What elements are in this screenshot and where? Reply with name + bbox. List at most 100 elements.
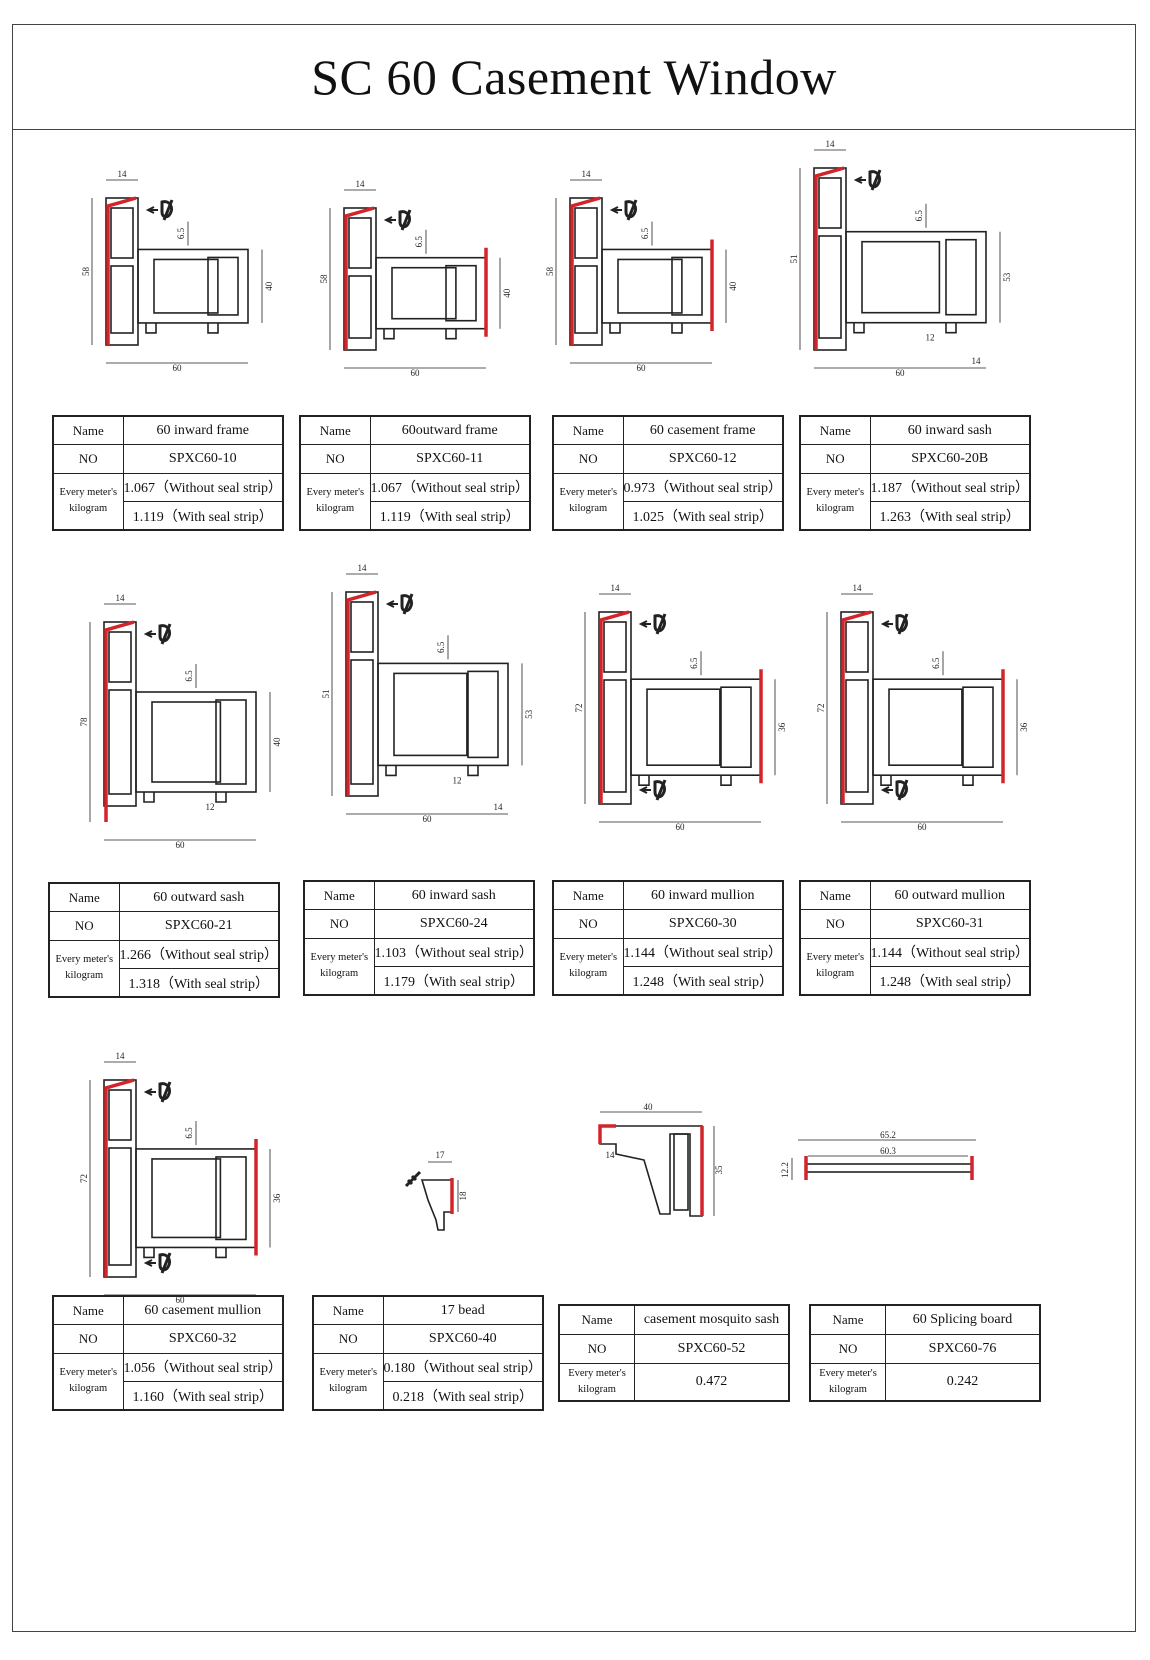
no-label: NO bbox=[303, 909, 375, 939]
product-number: SPXC60-30 bbox=[622, 909, 784, 939]
weight-label-line2: kilogram bbox=[316, 503, 355, 515]
product-name: 17 bead bbox=[382, 1295, 544, 1325]
weight-label-line2: kilogram bbox=[69, 503, 108, 515]
dimension-lines bbox=[91, 179, 263, 364]
product-name: 60 inward sash bbox=[869, 415, 1031, 445]
name-label: Name bbox=[799, 880, 871, 910]
profile-outline bbox=[840, 611, 1004, 805]
weight-label: Every meter's kilogram bbox=[52, 472, 124, 531]
product-number: SPXC60-11 bbox=[369, 444, 531, 474]
seal-gasket-icon bbox=[143, 623, 172, 645]
weight-label-line2: kilogram bbox=[69, 1383, 108, 1395]
product-name: 60 Splicing board bbox=[885, 1304, 1041, 1335]
spec-sheet: SC 60 Casement Window bbox=[12, 24, 1136, 1632]
dimension-label: 6.5 bbox=[689, 657, 699, 669]
dimension-lines bbox=[89, 1061, 271, 1296]
dimension-label: 12.2 bbox=[780, 1162, 790, 1178]
seal-strip bbox=[570, 196, 601, 345]
weight-label-line2: kilogram bbox=[816, 503, 855, 515]
dimension-label: 72 bbox=[79, 1174, 89, 1183]
dimension-label: 72 bbox=[574, 704, 584, 713]
seal-strip bbox=[344, 206, 375, 350]
weight-with-seal: 1.119（With seal strip） bbox=[369, 501, 531, 531]
product-name: 60 outward mullion bbox=[869, 880, 1031, 910]
dimension-label: 36 bbox=[1019, 722, 1029, 732]
weight-without-seal: 1.056（Without seal strip） bbox=[122, 1352, 284, 1382]
dimension-label: 14 bbox=[356, 179, 366, 189]
no-label: NO bbox=[809, 1333, 886, 1364]
no-label: NO bbox=[52, 444, 124, 474]
seal-strip bbox=[841, 610, 872, 804]
dimension-lines bbox=[826, 593, 1018, 823]
name-label: Name bbox=[312, 1295, 384, 1325]
weight-with-seal: 1.119（With seal strip） bbox=[122, 501, 284, 531]
dimension-label: 12 bbox=[206, 802, 215, 812]
profile-outline bbox=[599, 1125, 703, 1217]
weight-label-line1: Every meter's bbox=[819, 1367, 877, 1379]
no-label: NO bbox=[558, 1333, 635, 1364]
weight-without-seal: 1.103（Without seal strip） bbox=[373, 937, 535, 967]
weight-label-line1: Every meter's bbox=[568, 1367, 626, 1379]
weight-label-line1: Every meter's bbox=[55, 954, 114, 966]
no-label: NO bbox=[799, 909, 871, 939]
no-label: NO bbox=[299, 444, 371, 474]
weight-without-seal: 0.973（Without seal strip） bbox=[622, 472, 784, 502]
dimension-label: 14 bbox=[116, 1051, 126, 1061]
name-label: Name bbox=[48, 882, 120, 912]
dimension-label: 58 bbox=[81, 267, 91, 277]
dimension-label: 36 bbox=[777, 722, 787, 732]
dimension-lines bbox=[584, 593, 776, 823]
product-name: 60 outward sash bbox=[118, 882, 280, 912]
dimension-lines bbox=[555, 179, 727, 364]
dimension-label: 35 bbox=[714, 1165, 724, 1175]
dimension-label: 53 bbox=[524, 709, 534, 719]
seal-gasket-icon bbox=[880, 613, 909, 635]
dimension-label: 14 bbox=[358, 563, 368, 573]
weight-without-seal: 1.144（Without seal strip） bbox=[622, 937, 784, 967]
weight-label-line2: kilogram bbox=[816, 968, 855, 980]
profile-outline bbox=[813, 167, 987, 351]
seal-gasket-icon bbox=[880, 779, 909, 801]
name-label: Name bbox=[52, 415, 124, 445]
dimension-label: 65.2 bbox=[880, 1130, 896, 1140]
dimension-lines bbox=[329, 189, 501, 369]
product-number: SPXC60-32 bbox=[122, 1324, 284, 1354]
dimension-label: 40 bbox=[644, 1102, 654, 1112]
dimension-label: 6.5 bbox=[184, 1127, 194, 1139]
dimension-label: 6.5 bbox=[914, 210, 924, 222]
weight-value: 0.472 bbox=[634, 1362, 790, 1402]
seal-strip bbox=[804, 1156, 974, 1180]
weight-with-seal: 1.318（With seal strip） bbox=[118, 968, 280, 998]
dimension-label: 60 bbox=[173, 363, 183, 373]
dimension-label: 17 bbox=[436, 1150, 446, 1160]
dimension-lines bbox=[331, 573, 523, 815]
dimension-label: 14 bbox=[972, 356, 982, 366]
dimension-label: 60 bbox=[176, 840, 186, 850]
dimension-label: 6.5 bbox=[931, 657, 941, 669]
weight-with-seal: 1.263（With seal strip） bbox=[869, 501, 1031, 531]
product-name: 60 inward frame bbox=[122, 415, 284, 445]
weight-label-line1: Every meter's bbox=[59, 487, 118, 499]
product-name: casement mosquito sash bbox=[634, 1304, 790, 1335]
weight-with-seal: 1.248（With seal strip） bbox=[622, 966, 784, 996]
dimension-label: 60.3 bbox=[880, 1146, 896, 1156]
product-number: SPXC60-52 bbox=[634, 1333, 790, 1364]
name-label: Name bbox=[299, 415, 371, 445]
profile-drawing: 65.2 60.3 12.2 bbox=[778, 1126, 988, 1196]
